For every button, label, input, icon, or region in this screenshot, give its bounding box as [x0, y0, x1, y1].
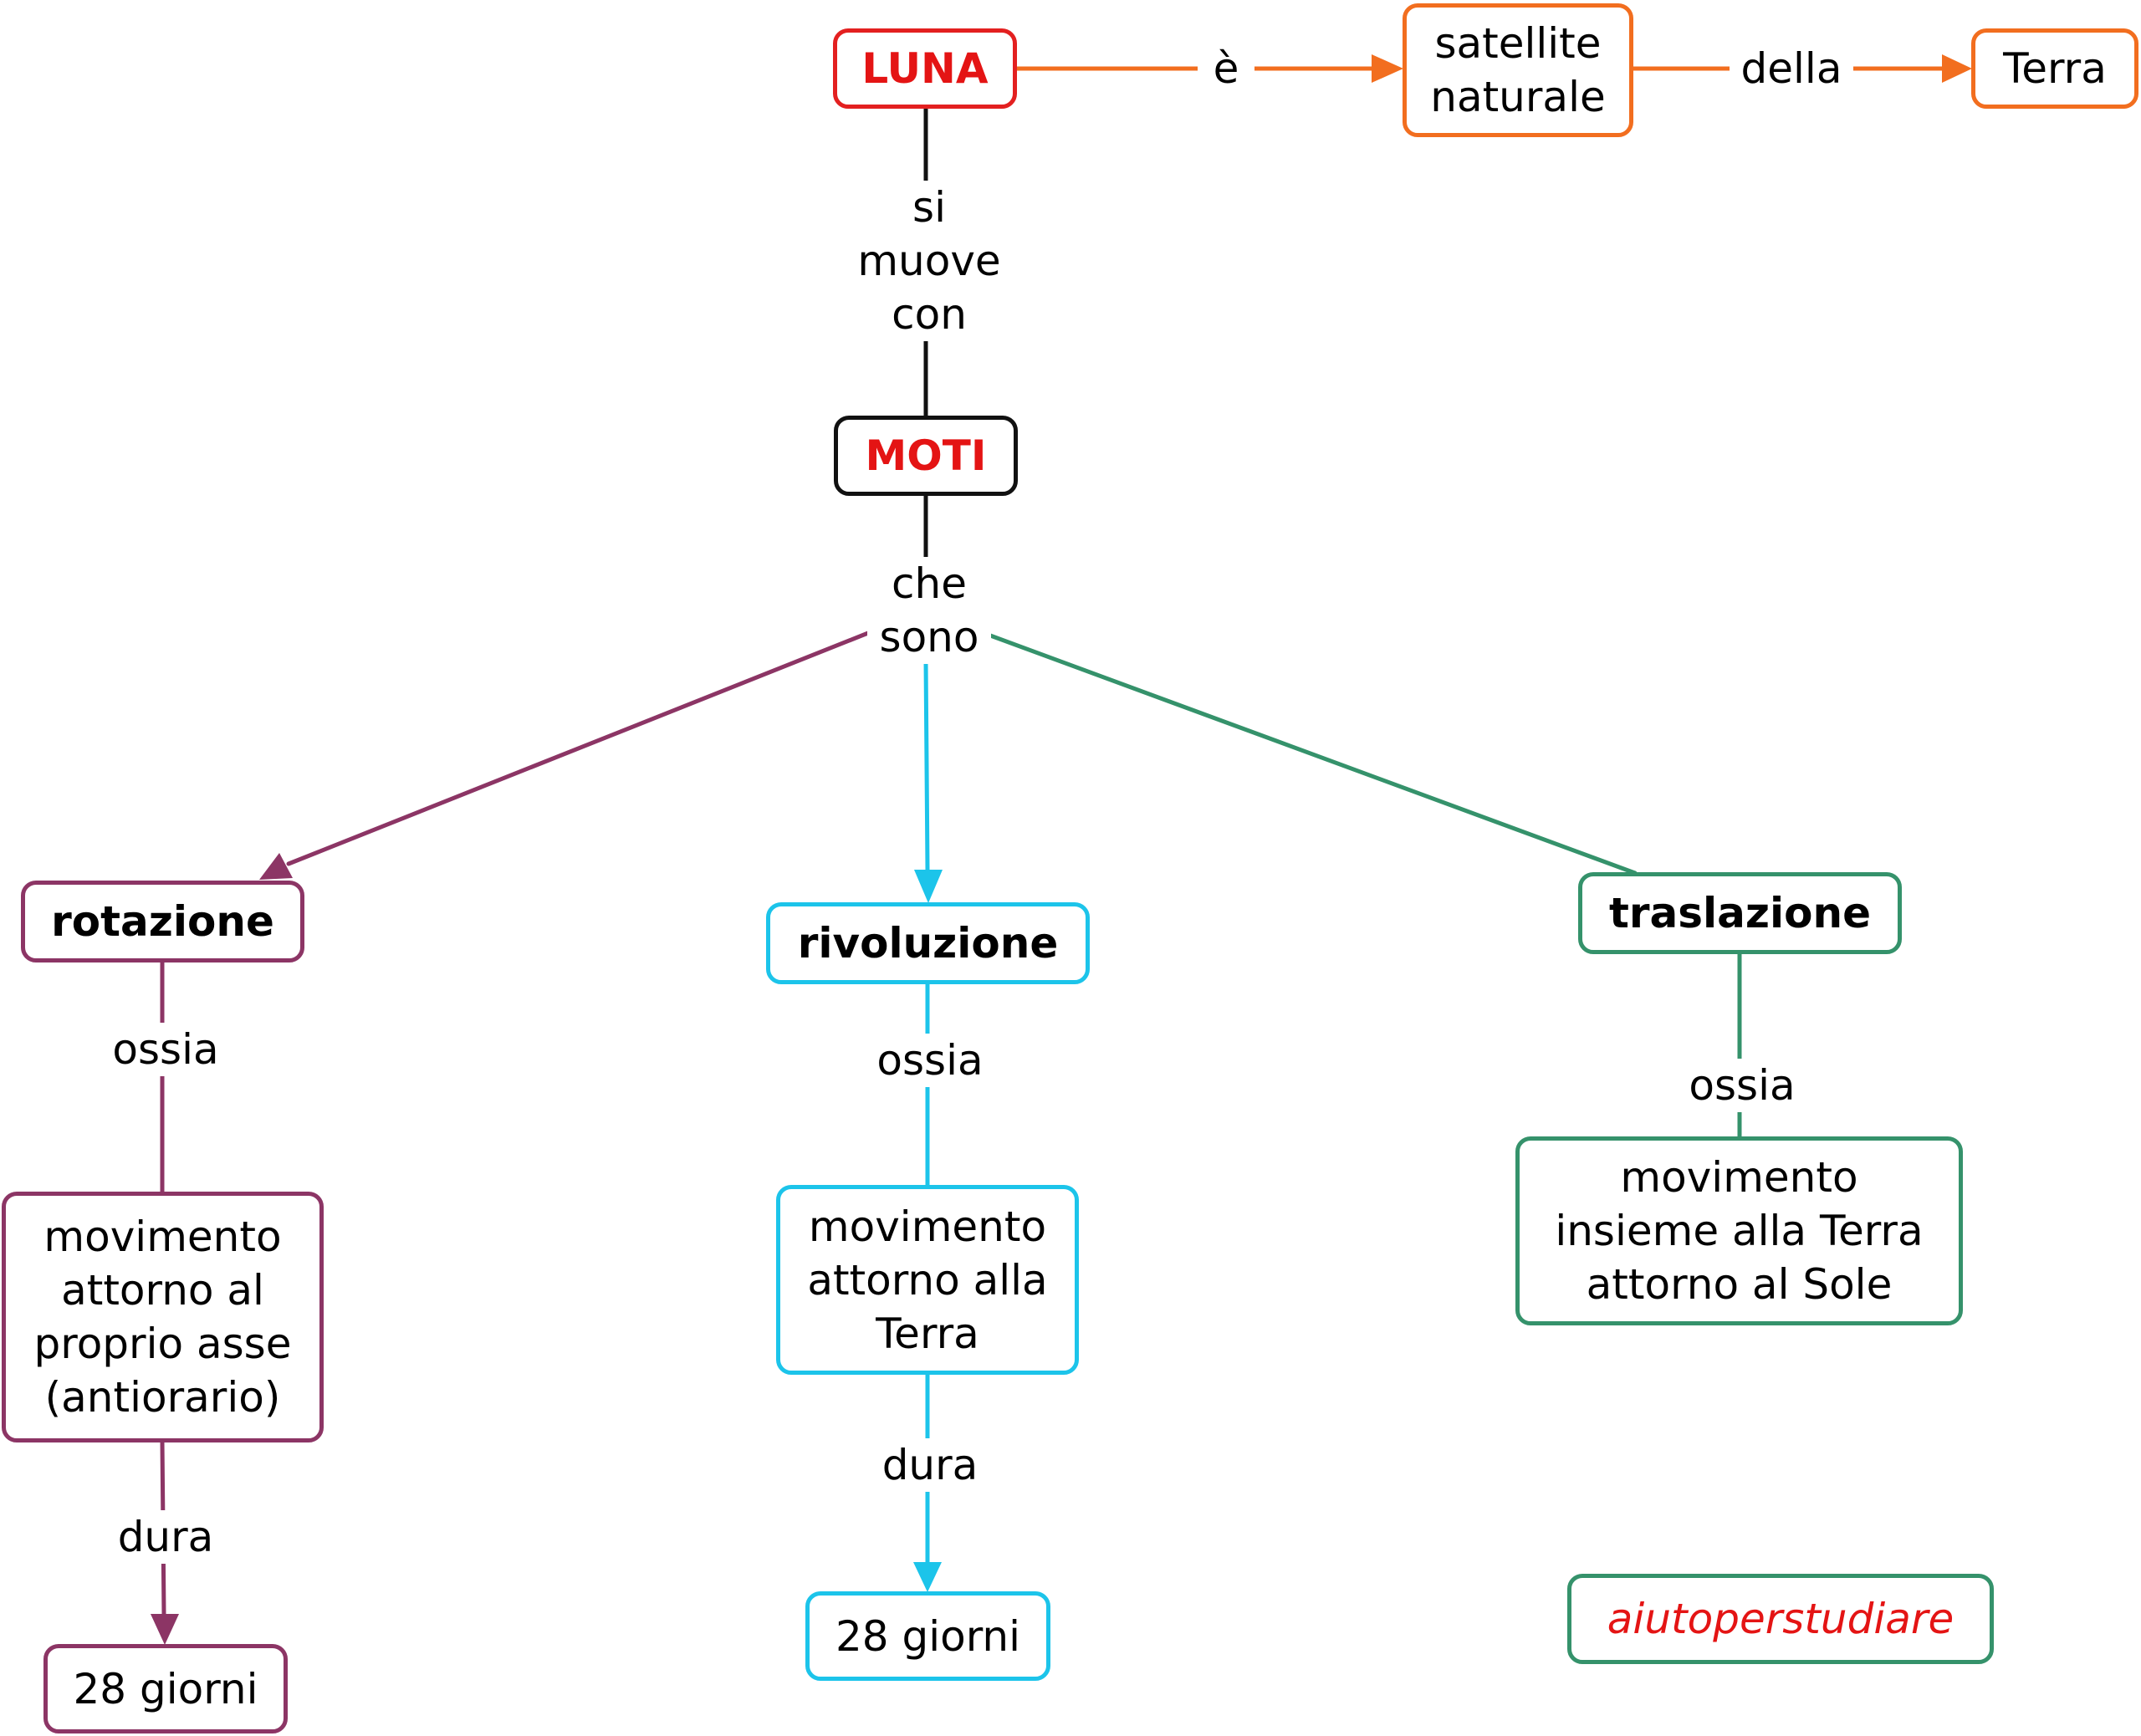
link-label-ossia-rotazione: ossia — [100, 1023, 232, 1076]
arrowhead-terra — [1942, 54, 1972, 83]
node-rotazione-durata: 28 giorni — [43, 1644, 288, 1733]
node-moti: MOTI — [834, 416, 1018, 496]
edge-chesono-traslazione — [981, 631, 1638, 876]
node-satellite-naturale: satellite naturale — [1403, 3, 1633, 137]
arrowhead-rotazione — [259, 853, 293, 880]
node-rivoluzione-durata: 28 giorni — [805, 1591, 1050, 1681]
edge-chesono-rotazione — [286, 631, 871, 866]
node-rotazione-desc: movimento attorno al proprio asse (antio… — [2, 1192, 324, 1442]
arrowhead-satellite — [1372, 54, 1403, 83]
arrowhead-rivoluzione-dur — [913, 1562, 942, 1592]
link-label-ossia-rivoluzione: ossia — [864, 1034, 996, 1087]
node-rivoluzione: rivoluzione — [766, 902, 1090, 984]
link-label-e: è — [1198, 42, 1254, 95]
node-traslazione: traslazione — [1578, 872, 1902, 954]
node-terra: Terra — [1971, 28, 2138, 109]
arrowhead-rotazione-dur — [151, 1614, 179, 1645]
node-rivoluzione-desc: movimento attorno alla Terra — [776, 1185, 1079, 1375]
node-luna: LUNA — [833, 28, 1017, 109]
link-label-dura-rivoluzione: dura — [864, 1438, 996, 1492]
node-rotazione: rotazione — [21, 881, 304, 962]
link-label-dura-rotazione: dura — [100, 1510, 232, 1564]
brand-aiutoperstudiare: aiutoperstudiare — [1567, 1574, 1994, 1664]
node-traslazione-desc: movimento insieme alla Terra attorno al … — [1515, 1136, 1963, 1325]
link-label-della: della — [1730, 42, 1853, 95]
arrowhead-rivoluzione — [914, 870, 943, 903]
edge-chesono-rivoluzione — [923, 658, 930, 872]
link-label-si-muove-con: si muove con — [842, 181, 1016, 341]
link-label-ossia-traslazione: ossia — [1676, 1059, 1808, 1112]
link-label-che-sono: che sono — [867, 557, 991, 664]
